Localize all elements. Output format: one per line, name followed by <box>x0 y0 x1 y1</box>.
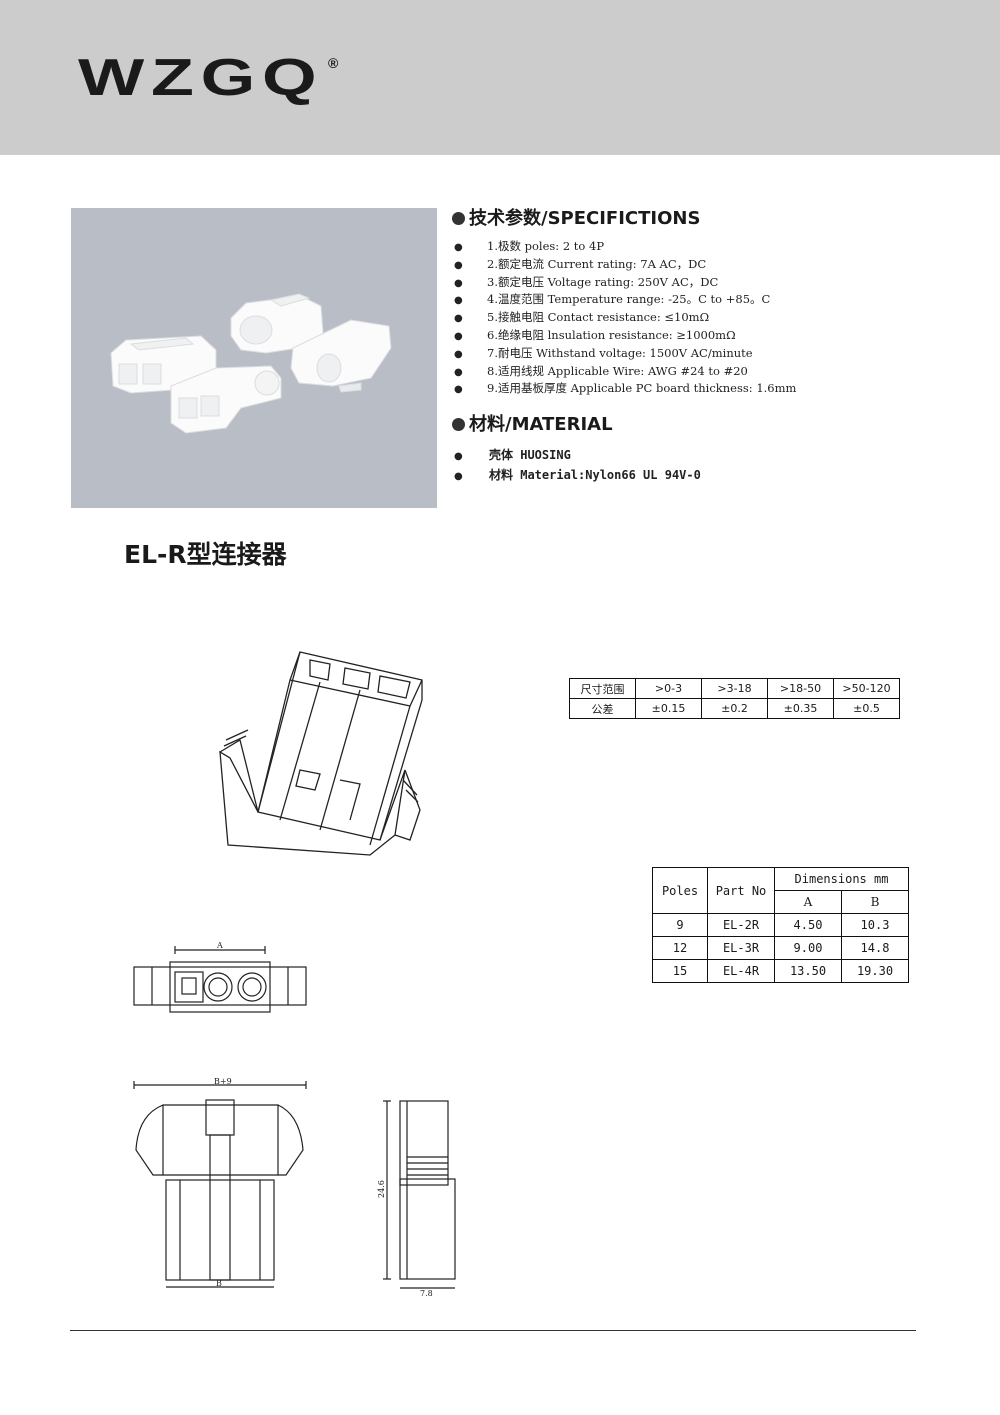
dim-label-a: A <box>216 941 223 950</box>
tolerance-table: 尺寸范围 >0-3 >3-18 >18-50 >50-120 公差 ±0.15 … <box>569 678 900 719</box>
header-b: B <box>841 890 909 914</box>
bullet-icon: ● <box>454 470 463 482</box>
spec-item: ● 2.额定电流 Current rating: 7A AC，DC <box>454 256 796 274</box>
table-cell: ±0.5 <box>833 698 900 719</box>
brand-logo: WZGQ <box>78 49 324 107</box>
table-cell: 公差 <box>569 698 636 719</box>
specifications-title: 技术参数/SPECIFICTIONS <box>452 204 700 230</box>
table-cell: ±0.15 <box>635 698 702 719</box>
material-item: ● 壳体 HUOSING <box>454 446 701 466</box>
table-cell: 尺寸范围 <box>569 678 636 699</box>
spec-item: ● 7.耐电压 Withstand voltage: 1500V AC/minut… <box>454 345 796 363</box>
connector-photo-image <box>110 293 392 434</box>
table-row: 15 EL-4R 13.50 19.30 <box>652 959 909 983</box>
spec-text: 4.温度范围 Temperature range: -25。C to +85。C <box>487 292 771 307</box>
material-title: 材料/MATERIAL <box>452 410 613 436</box>
spec-item: ● 1.极数 poles: 2 to 4P <box>454 238 796 256</box>
bullet-icon: ● <box>454 330 463 342</box>
material-list: ● 壳体 HUOSING ● 材料 Material:Nylon66 UL 94V-… <box>454 446 701 485</box>
table-row: 12 EL-3R 9.00 14.8 <box>652 936 909 960</box>
header-a: A <box>774 890 842 914</box>
spec-text: 5.接触电阻 Contact resistance: ≤10mΩ <box>487 310 710 325</box>
header-part-no: Part No <box>707 867 775 914</box>
bullet-icon: ● <box>454 295 463 307</box>
material-text: 壳体 HUOSING <box>489 448 571 462</box>
spec-text: 1.极数 poles: 2 to 4P <box>487 239 605 253</box>
table-cell: 4.50 <box>774 913 842 937</box>
dim-label-b-plus-9: B+9 <box>214 1077 232 1086</box>
bullet-icon: ● <box>454 384 463 396</box>
spec-item: ● 6.绝缘电阻 lnsulation resistance: ≥1000mΩ <box>454 327 796 345</box>
bullet-icon: ● <box>454 242 463 253</box>
table-cell: EL-3R <box>707 936 775 960</box>
table-row: 公差 ±0.15 ±0.2 ±0.35 ±0.5 <box>569 698 900 719</box>
front-view-drawing: A <box>133 941 307 1013</box>
spec-text: 6.绝缘电阻 lnsulation resistance: ≥1000mΩ <box>487 327 736 342</box>
dim-label-b: B <box>216 1279 222 1288</box>
table-cell: EL-2R <box>707 913 775 937</box>
specifications-title-text: 技术参数/SPECIFICTIONS <box>469 208 701 229</box>
header-band <box>0 0 1000 155</box>
table-cell: >3-18 <box>701 678 768 699</box>
table-cell: >0-3 <box>635 678 702 699</box>
profile-view-drawing: 24.6 7.8 <box>377 1100 456 1298</box>
table-cell: 9.00 <box>774 936 842 960</box>
bullet-dot-icon <box>452 212 465 225</box>
header-poles: Poles <box>652 867 708 914</box>
table-cell: 19.30 <box>841 959 909 983</box>
spec-item: ● 3.额定电压 Voltage rating: 250V AC，DC <box>454 274 796 292</box>
isometric-drawing <box>219 651 423 856</box>
registered-mark: ® <box>328 55 339 71</box>
table-cell: ±0.2 <box>701 698 768 719</box>
table-header-row: Poles Part No Dimensions mm <box>652 867 909 914</box>
spec-item: ● 9.适用基板厚度 Applicable PC board thickness:… <box>454 380 796 398</box>
table-cell: EL-4R <box>707 959 775 983</box>
spec-item: ● 4.温度范围 Temperature range: -25。C to +85。… <box>454 291 796 309</box>
material-text: 材料 Material:Nylon66 UL 94V-0 <box>489 467 701 482</box>
product-title: EL-R型连接器 <box>124 540 287 569</box>
table-row: 尺寸范围 >0-3 >3-18 >18-50 >50-120 <box>569 678 900 699</box>
bullet-icon: ● <box>454 366 463 378</box>
spec-text: 3.额定电压 Voltage rating: 250V AC，DC <box>487 274 719 289</box>
specifications-list: ● 1.极数 poles: 2 to 4P ● 2.额定电流 Current rat… <box>454 238 796 398</box>
table-cell: 14.8 <box>841 936 909 960</box>
bullet-icon: ● <box>454 451 463 462</box>
spec-text: 2.额定电流 Current rating: 7A AC，DC <box>487 256 707 271</box>
table-cell: >18-50 <box>767 678 834 699</box>
bullet-icon: ● <box>454 277 463 289</box>
spec-item: ● 5.接触电阻 Contact resistance: ≤10mΩ <box>454 309 796 327</box>
table-cell: 12 <box>652 936 708 960</box>
spec-text: 8.适用线规 Applicable Wire: AWG #24 to #20 <box>487 363 748 378</box>
side-view-drawing: B+9 B <box>133 1077 307 1288</box>
table-cell: >50-120 <box>833 678 900 699</box>
spec-text: 9.适用基板厚度 Applicable PC board thickness: … <box>487 381 797 396</box>
bullet-icon: ● <box>454 348 463 360</box>
table-cell: 9 <box>652 913 708 937</box>
bullet-icon: ● <box>454 259 463 271</box>
product-photo <box>71 208 437 508</box>
table-cell: 13.50 <box>774 959 842 983</box>
spec-item: ● 8.适用线规 Applicable Wire: AWG #24 to #20 <box>454 363 796 381</box>
bullet-dot-icon <box>452 418 465 431</box>
table-row: 9 EL-2R 4.50 10.3 <box>652 913 909 937</box>
spec-text: 7.耐电压 Withstand voltage: 1500V AC/minute <box>487 345 753 360</box>
material-title-text: 材料/MATERIAL <box>469 414 613 435</box>
table-cell: 10.3 <box>841 913 909 937</box>
dimensions-table: Poles Part No Dimensions mm A B 9 EL-2R … <box>652 867 909 983</box>
dim-label-width: 7.8 <box>420 1289 433 1298</box>
footer-divider <box>70 1330 916 1331</box>
table-cell: 15 <box>652 959 708 983</box>
material-item: ● 材料 Material:Nylon66 UL 94V-0 <box>454 466 701 486</box>
header-dimensions: Dimensions mm <box>774 867 909 891</box>
bullet-icon: ● <box>454 313 463 325</box>
table-cell: ±0.35 <box>767 698 834 719</box>
dim-label-height: 24.6 <box>377 1180 386 1198</box>
